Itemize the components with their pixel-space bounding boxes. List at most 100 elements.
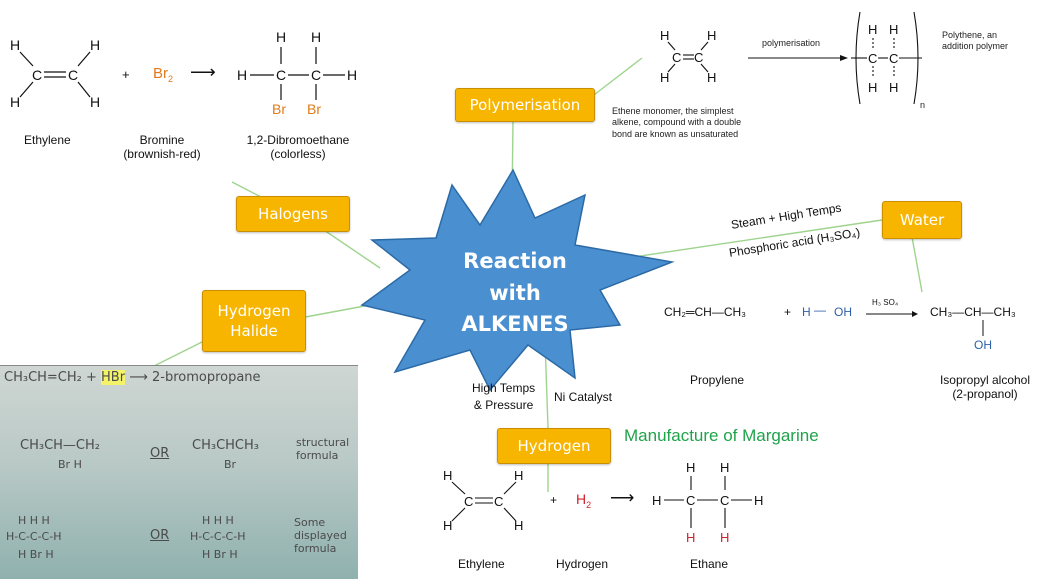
svg-text:H: H — [10, 37, 20, 53]
svg-text:H: H — [720, 460, 729, 475]
monomer-note: Ethene monomer, the simplest alkene, com… — [612, 106, 742, 139]
halogens-arrow: ⟶ — [190, 62, 216, 82]
ethylene-label-top: Ethylene — [24, 133, 71, 147]
center-title-line1: Reaction — [463, 249, 567, 273]
hydrogen-condition-1: High Temps — [472, 381, 536, 395]
margarine-title: Manufacture of Margarine — [624, 426, 819, 445]
topic-halogens[interactable]: Halogens — [236, 196, 350, 232]
center-title-line2: with — [489, 280, 541, 305]
svg-text:C: C — [32, 67, 42, 83]
water-catalyst: H₃ SO₄ — [872, 298, 899, 307]
svg-text:H: H — [443, 518, 452, 533]
svg-text:H: H — [686, 460, 695, 475]
bromine-subscript: 2 — [168, 74, 174, 84]
svg-text:C: C — [694, 50, 703, 65]
hw-condensed-2: CH₃CHCH₃ — [192, 438, 259, 453]
svg-text:H: H — [707, 28, 716, 43]
water-oh: OH — [834, 305, 852, 319]
svg-text:H: H — [660, 28, 669, 43]
connector-halide-center — [299, 304, 371, 319]
hydrogen-catalyst: Ni Catalyst — [554, 390, 613, 404]
svg-text:H: H — [276, 29, 286, 45]
svg-text:H: H — [720, 530, 729, 545]
svg-text:H: H — [889, 22, 898, 37]
topic-water[interactable]: Water — [882, 201, 962, 239]
hw-condensed-2b: Br — [224, 458, 237, 471]
connector-polymerisation-monomer — [589, 57, 643, 99]
hw-equation-b: ⟶ 2-bromopropane — [125, 370, 261, 385]
hydrogen-condition-2: & Pressure — [473, 397, 534, 412]
svg-text:H: H — [311, 29, 321, 45]
svg-text:H: H — [707, 70, 716, 85]
hw-note-displayed: Some displayed formula — [294, 516, 347, 556]
isopropanol-label-2: (2-propanol) — [952, 387, 1018, 401]
hydrogen-conditions: High Temps & Pressure — [472, 380, 535, 414]
hw-condensed-1: CH₃CH—CH₂ — [20, 438, 100, 453]
center-starburst — [360, 168, 675, 392]
connector-water-center — [599, 219, 883, 263]
topic-hydrogen-halide-label-1: Hydrogen — [217, 301, 291, 320]
hw-displayed-1: H-C-C-C-H — [6, 530, 62, 543]
svg-text:H: H — [514, 518, 523, 533]
dibromoethane-label-1: 1,2-Dibromoethane — [246, 133, 350, 147]
isopropanol-label: Isopropyl alcohol (2-propanol) — [930, 373, 1040, 401]
svg-text:C: C — [464, 494, 473, 509]
hw-displayed-1b: H Br H — [18, 548, 54, 561]
bromine-symbol: Br — [153, 65, 168, 82]
topic-polymerisation-label: Polymerisation — [469, 95, 581, 114]
connector-water-product — [911, 236, 923, 293]
svg-text:H: H — [90, 94, 100, 110]
ethylene-label-bottom: Ethylene — [458, 557, 505, 571]
hw-or-2: OR — [150, 528, 170, 543]
topic-hydrogen[interactable]: Hydrogen — [497, 428, 611, 464]
topic-hydrogen-halide[interactable]: Hydrogen Halide — [202, 290, 306, 352]
hw-displayed-2: H-C-C-C-H — [190, 530, 246, 543]
whiteboard-photo: CH₃CH=CH₂ + HBr ⟶ 2-bromopropane CH₃CH—C… — [0, 365, 358, 579]
propylene-label: Propylene — [690, 373, 745, 387]
polymerisation-arrow-label: polymerisation — [762, 38, 821, 48]
topic-halogens-label: Halogens — [258, 204, 328, 223]
svg-text:H: H — [868, 22, 877, 37]
hw-equation: CH₃CH=CH₂ + HBr ⟶ 2-bromopropane — [4, 370, 261, 385]
hydration-arrowhead — [912, 311, 918, 317]
isopropanol-label-1: Isopropyl alcohol — [939, 373, 1031, 387]
svg-text:H: H — [686, 530, 695, 545]
svg-text:C: C — [686, 493, 695, 508]
svg-text:H: H — [652, 493, 661, 508]
topic-hydrogen-label: Hydrogen — [517, 436, 591, 455]
svg-text:C: C — [494, 494, 503, 509]
hydrogen-subscript: 2 — [586, 499, 592, 510]
polymerisation-arrowhead — [840, 55, 848, 61]
svg-text:C: C — [311, 67, 321, 83]
polythene-n: n — [920, 100, 926, 110]
isopropanol-oh: OH — [974, 338, 992, 352]
halogens-plus: + — [122, 67, 130, 82]
svg-text:C: C — [276, 67, 286, 83]
svg-text:H: H — [889, 80, 898, 95]
topic-hydrogen-halide-label-2: Halide — [230, 322, 278, 340]
water-h: H — [802, 305, 811, 319]
connector-lines — [149, 57, 923, 492]
hw-equation-hbr: HBr — [101, 370, 126, 385]
dibromoethane-label-2: (colorless) — [270, 147, 326, 161]
svg-text:H: H — [868, 80, 877, 95]
bromine-label-2: (brownish-red) — [123, 147, 201, 161]
ethane-label: Ethane — [690, 557, 729, 571]
hw-displayed-hs-2: H H H — [202, 514, 234, 527]
topic-polymerisation[interactable]: Polymerisation — [455, 88, 595, 122]
svg-text:C: C — [868, 51, 877, 66]
svg-text:H: H — [347, 67, 357, 83]
svg-text:C: C — [889, 51, 898, 66]
isopropanol-formula: CH₃—CH—CH₃ — [930, 305, 1016, 319]
hw-equation-a: CH₃CH=CH₂ + — [4, 370, 102, 385]
water-dash: — — [814, 303, 826, 317]
svg-text:C: C — [68, 67, 78, 83]
hw-or-1: OR — [150, 446, 170, 461]
bromine-label: Bromine (brownish-red) — [112, 133, 212, 161]
svg-text:H: H — [754, 493, 763, 508]
